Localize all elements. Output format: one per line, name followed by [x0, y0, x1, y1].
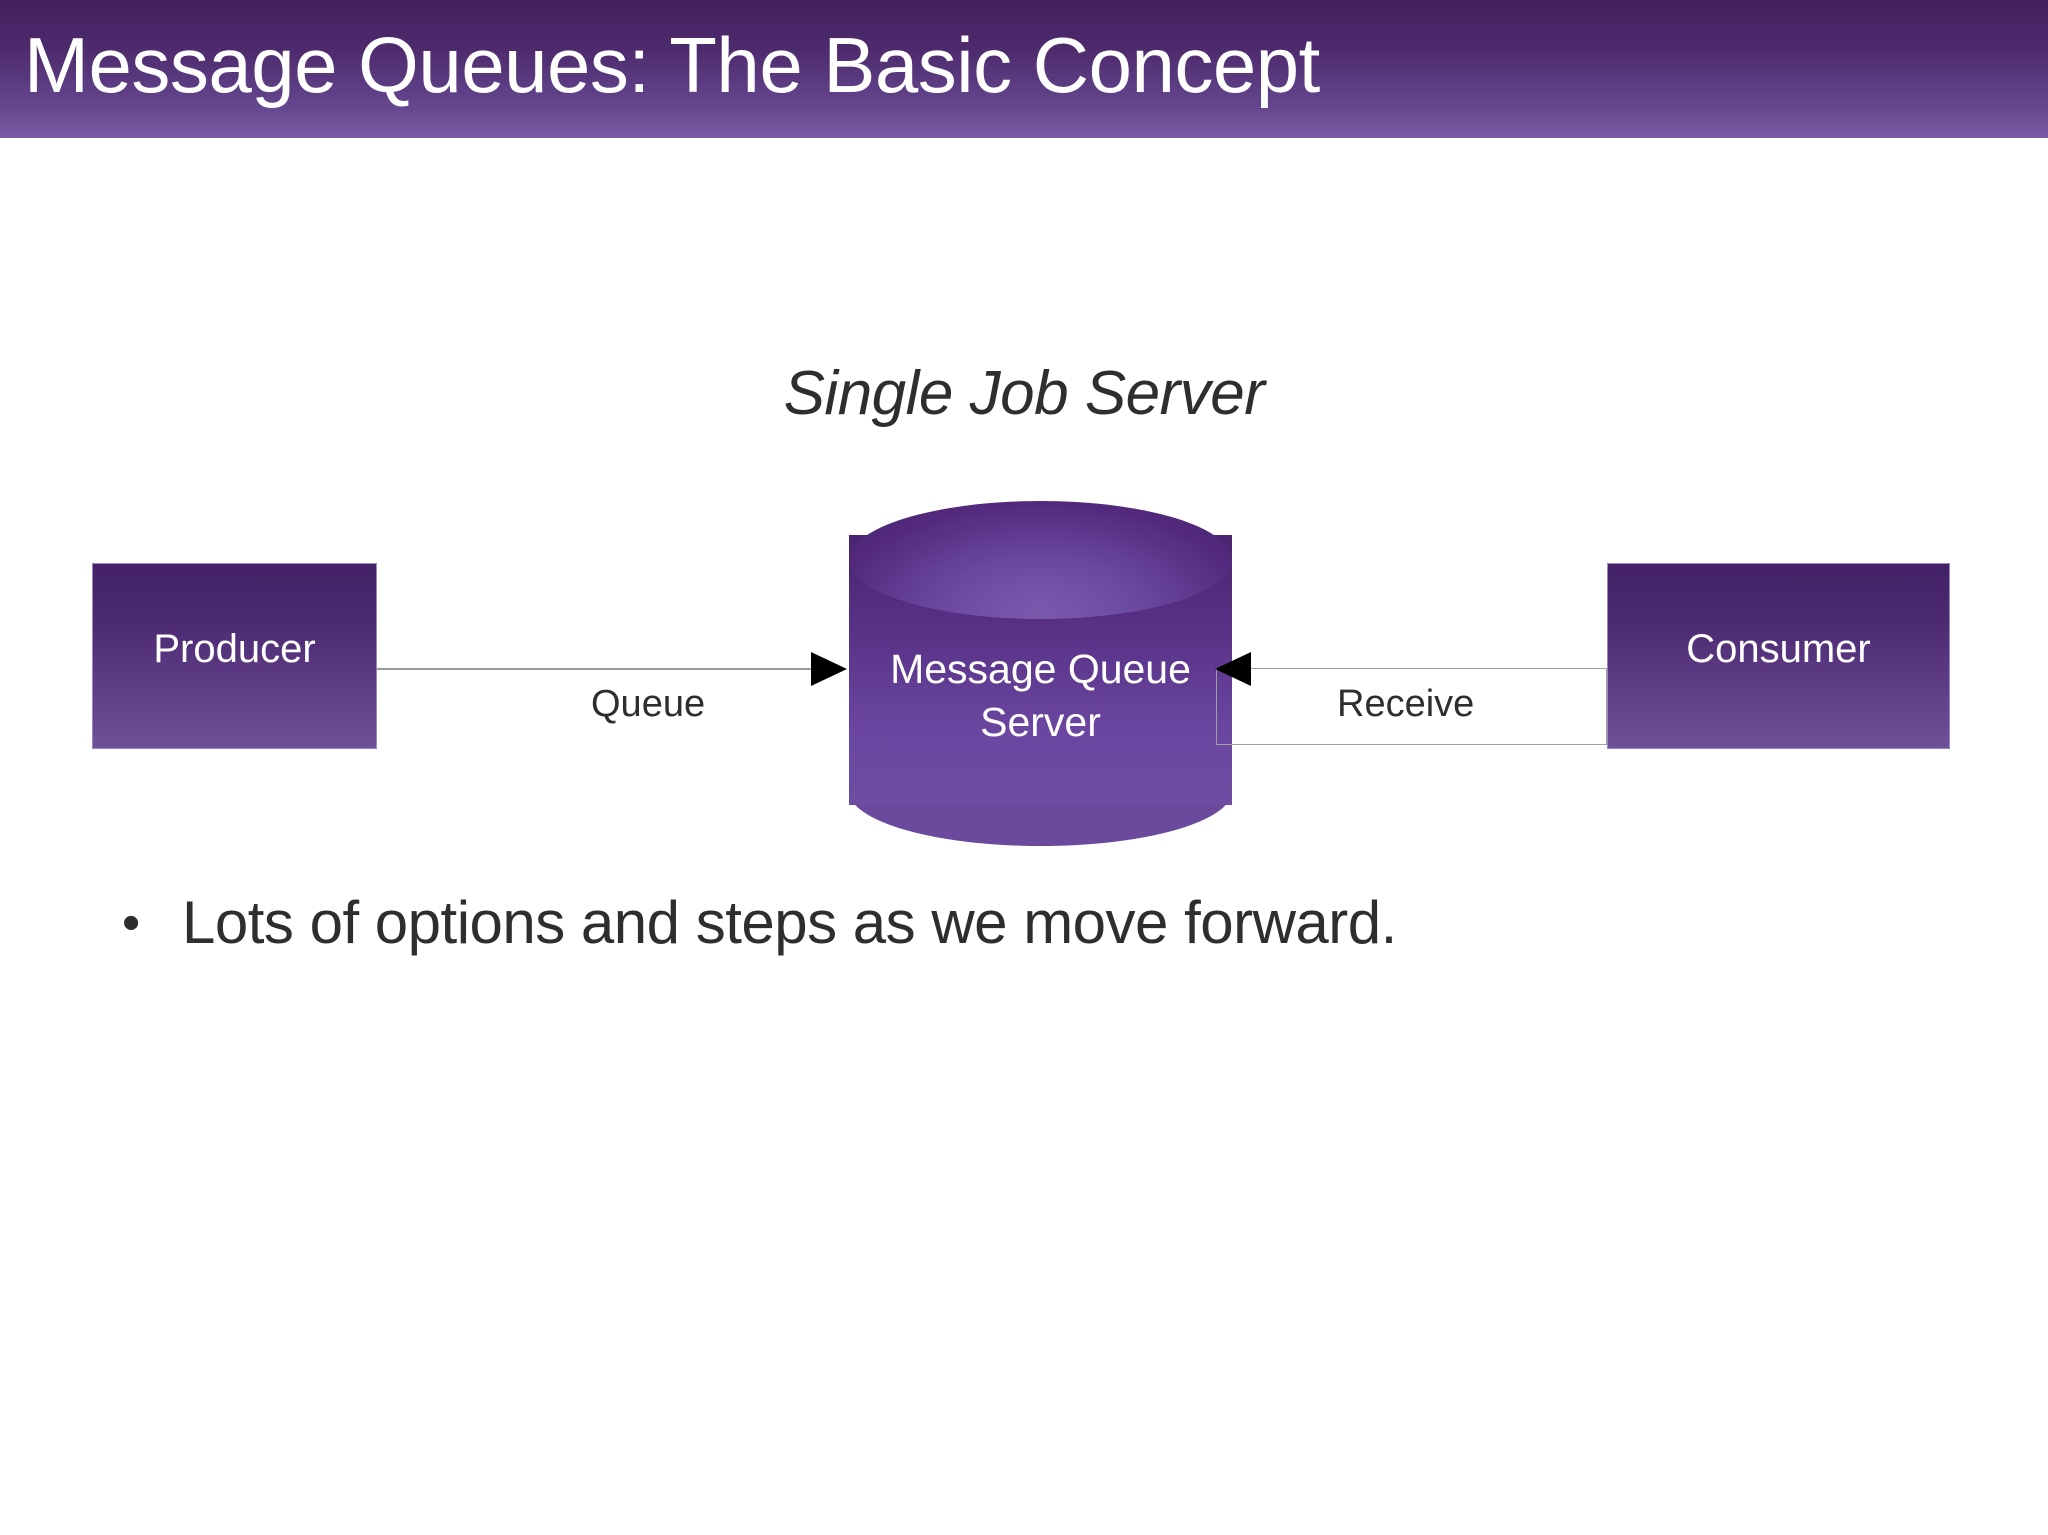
slide-title-bar: Message Queues: The Basic Concept — [0, 0, 2048, 138]
message-queue-server-node: Message Queue Server — [849, 501, 1232, 846]
queue-connector-line — [377, 668, 817, 670]
consumer-node: Consumer — [1607, 563, 1950, 749]
server-label-line-2: Server — [980, 699, 1101, 745]
message-queue-server-label: Message Queue Server — [849, 643, 1232, 749]
producer-label: Producer — [153, 626, 316, 671]
bullet-item-text: Lots of options and steps as we move for… — [182, 889, 1397, 956]
bullet-list-item: • Lots of options and steps as we move f… — [122, 888, 1397, 958]
queue-connector-label: Queue — [591, 683, 706, 725]
queue-arrow-icon — [811, 652, 847, 686]
receive-connector-outline — [1216, 668, 1607, 745]
page-title: Message Queues: The Basic Concept — [24, 21, 1320, 109]
receive-connector-label: Receive — [1337, 683, 1475, 725]
receive-arrow-icon — [1215, 652, 1251, 686]
server-label-line-1: Message Queue — [890, 646, 1191, 692]
producer-node: Producer — [92, 563, 377, 749]
bullet-marker-icon: • — [122, 894, 141, 952]
consumer-label: Consumer — [1686, 626, 1871, 671]
cylinder-top-ellipse-shape — [849, 501, 1232, 619]
diagram-heading: Single Job Server — [783, 359, 1265, 428]
